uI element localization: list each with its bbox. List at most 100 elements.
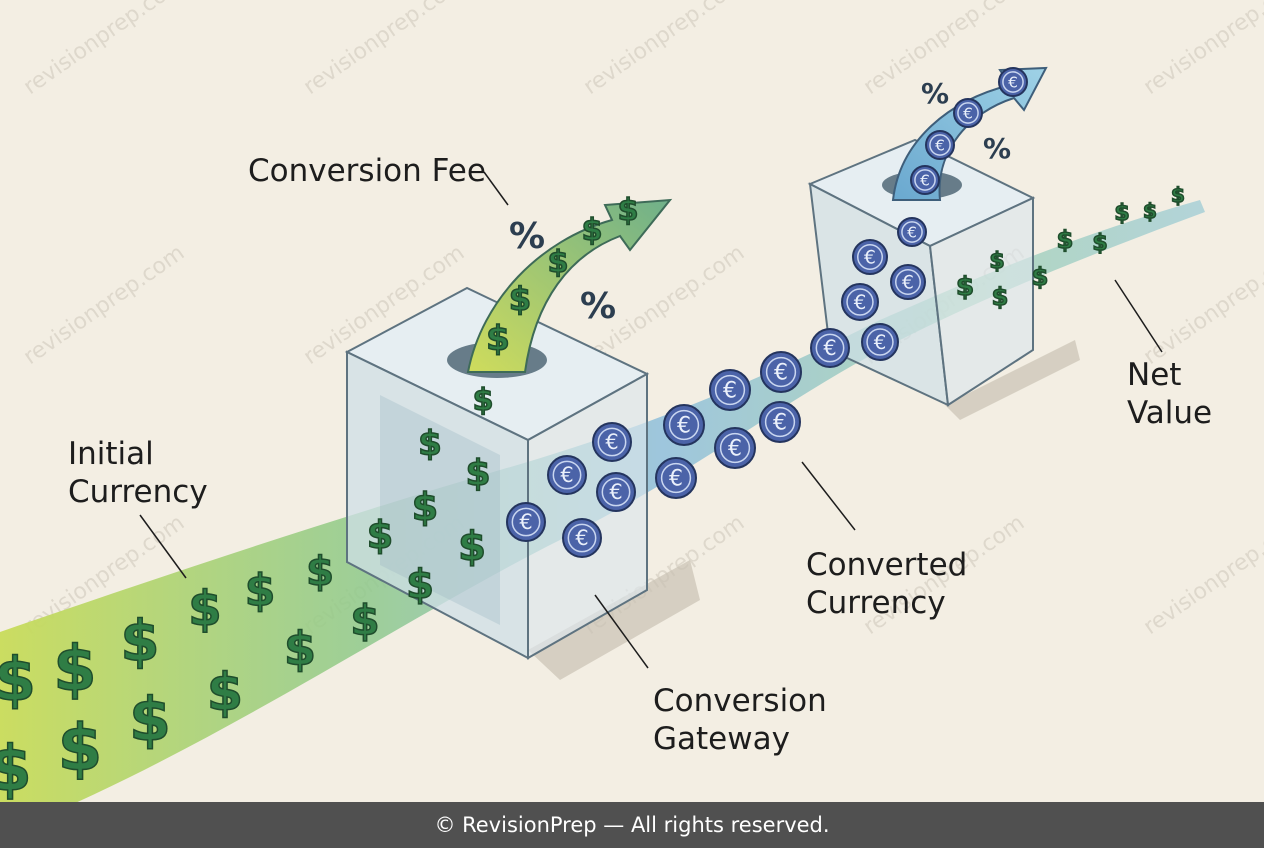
euro-symbol: €	[773, 411, 787, 436]
euro-symbol: €	[1008, 73, 1018, 91]
euro-coin-ring	[567, 523, 597, 553]
initial-currency-leader	[139, 514, 187, 579]
converted-currency-label: Converted Currency	[806, 546, 967, 622]
euro-symbol: €	[935, 136, 945, 154]
dollar-symbol: $	[1143, 199, 1157, 223]
dollar-symbol: $	[188, 581, 221, 637]
converted-currency-label-line2: Currency	[806, 585, 946, 621]
conversion-gateway-leader	[594, 594, 649, 669]
euro-symbol: €	[575, 526, 588, 550]
euro-symbol: €	[669, 467, 683, 492]
euro-symbol: €	[907, 223, 917, 241]
euro-symbol: €	[609, 480, 622, 504]
dollar-symbol: $	[956, 272, 974, 302]
conversion-gateway-label-line2: Gateway	[653, 721, 790, 757]
percent-symbol: %	[921, 77, 949, 110]
euro-coin-ring	[857, 244, 883, 270]
watermark-text: revisionprep.com	[19, 240, 189, 370]
euro-symbol: €	[723, 379, 737, 404]
dollar-symbol: $	[618, 193, 639, 228]
initial-currency-label: Initial Currency	[68, 435, 208, 511]
euro-coin-ring	[846, 288, 874, 316]
conversion-fee-leader	[483, 171, 509, 206]
percent-symbol: %	[983, 132, 1011, 165]
conversion-fee-arrow	[466, 198, 673, 373]
euro-coin-ring	[668, 409, 700, 441]
euro-symbol: €	[864, 247, 876, 268]
euro-coin-ring	[660, 462, 692, 494]
net-value-label: Net Value	[1127, 356, 1212, 432]
euro-coin-ring	[714, 374, 746, 406]
dollar-symbol: $	[406, 562, 434, 608]
dollar-symbol: $	[582, 213, 603, 248]
conversion-gateway-label: Conversion Gateway	[653, 682, 827, 758]
dollar-symbol: $	[1114, 201, 1129, 226]
dollar-symbol: $	[1092, 231, 1107, 256]
euro-symbol: €	[902, 272, 914, 293]
conversion-fee-label: Conversion Fee	[248, 153, 486, 189]
dollar-symbol: $	[473, 383, 494, 418]
dollar-symbol: $	[1171, 183, 1185, 207]
net-value-leader	[1114, 279, 1163, 353]
dollar-symbol: $	[412, 485, 438, 529]
euro-coin-ring	[929, 134, 951, 156]
euro-symbol: €	[874, 331, 887, 354]
dollar-symbol: $	[306, 549, 334, 595]
euro-coin-ring	[914, 169, 936, 191]
dollar-symbol: $	[989, 249, 1004, 274]
euro-symbol: €	[519, 510, 532, 534]
euro-coin-ring	[895, 269, 921, 295]
dollar-symbol: $	[0, 732, 32, 805]
dollar-symbol: $	[1032, 263, 1049, 291]
euro-symbol: €	[963, 104, 973, 122]
dollar-symbol: $	[58, 712, 103, 786]
euro-coin-ring	[866, 328, 894, 356]
dollar-symbol: $	[509, 280, 531, 318]
watermark-text: revisionprep.com	[1139, 0, 1264, 100]
dollar-symbol: $	[121, 609, 160, 674]
euro-coin-ring	[957, 102, 979, 124]
dollar-symbol: $	[367, 513, 393, 557]
net-value-label-line1: Net	[1127, 357, 1182, 393]
watermark-text: revisionprep.com	[299, 0, 469, 100]
dollar-symbol: $	[458, 524, 486, 570]
watermark-text: revisionprep.com	[1139, 510, 1264, 640]
dollar-symbol: $	[548, 245, 569, 280]
euro-coin-ring	[765, 356, 797, 388]
dollar-symbol: $	[418, 424, 442, 464]
euro-coin-ring	[1002, 71, 1024, 93]
euro-coin-ring	[511, 507, 541, 537]
euro-symbol: €	[854, 291, 867, 314]
dollar-symbol: $	[465, 453, 490, 494]
dollar-symbol: $	[0, 645, 36, 715]
copyright-footer: © RevisionPrep — All rights reserved.	[0, 802, 1264, 848]
euro-symbol: €	[677, 414, 691, 439]
watermark-text: revisionprep.com	[19, 0, 189, 100]
watermark-text: revisionprep.com	[1139, 240, 1264, 370]
euro-coin-ring	[719, 432, 751, 464]
dollar-symbol: $	[350, 596, 379, 645]
initial-currency-label-line2: Currency	[68, 474, 208, 510]
euro-coin-ring	[901, 221, 923, 243]
watermark-text: revisionprep.com	[579, 0, 749, 100]
dollar-symbol: $	[245, 565, 276, 616]
euro-symbol: €	[728, 437, 742, 462]
dollar-symbol: $	[486, 319, 510, 359]
dollar-symbol: $	[1057, 226, 1074, 254]
euro-symbol: €	[823, 336, 836, 360]
converted-currency-label-line1: Converted	[806, 547, 968, 583]
euro-coin-ring	[815, 333, 845, 363]
euro-symbol: €	[605, 430, 618, 454]
euro-symbol: €	[560, 463, 573, 487]
initial-currency-label-line1: Initial	[68, 436, 154, 472]
net-value-label-line2: Value	[1127, 395, 1213, 431]
euro-coin-ring	[552, 460, 582, 490]
fee-box-shadow	[945, 340, 1080, 420]
percent-symbol: %	[509, 216, 545, 257]
conversion-gateway-label-line1: Conversion	[653, 683, 827, 719]
euro-symbol: €	[774, 361, 788, 386]
euro-coin-ring	[597, 427, 627, 457]
euro-symbol: €	[920, 171, 930, 189]
